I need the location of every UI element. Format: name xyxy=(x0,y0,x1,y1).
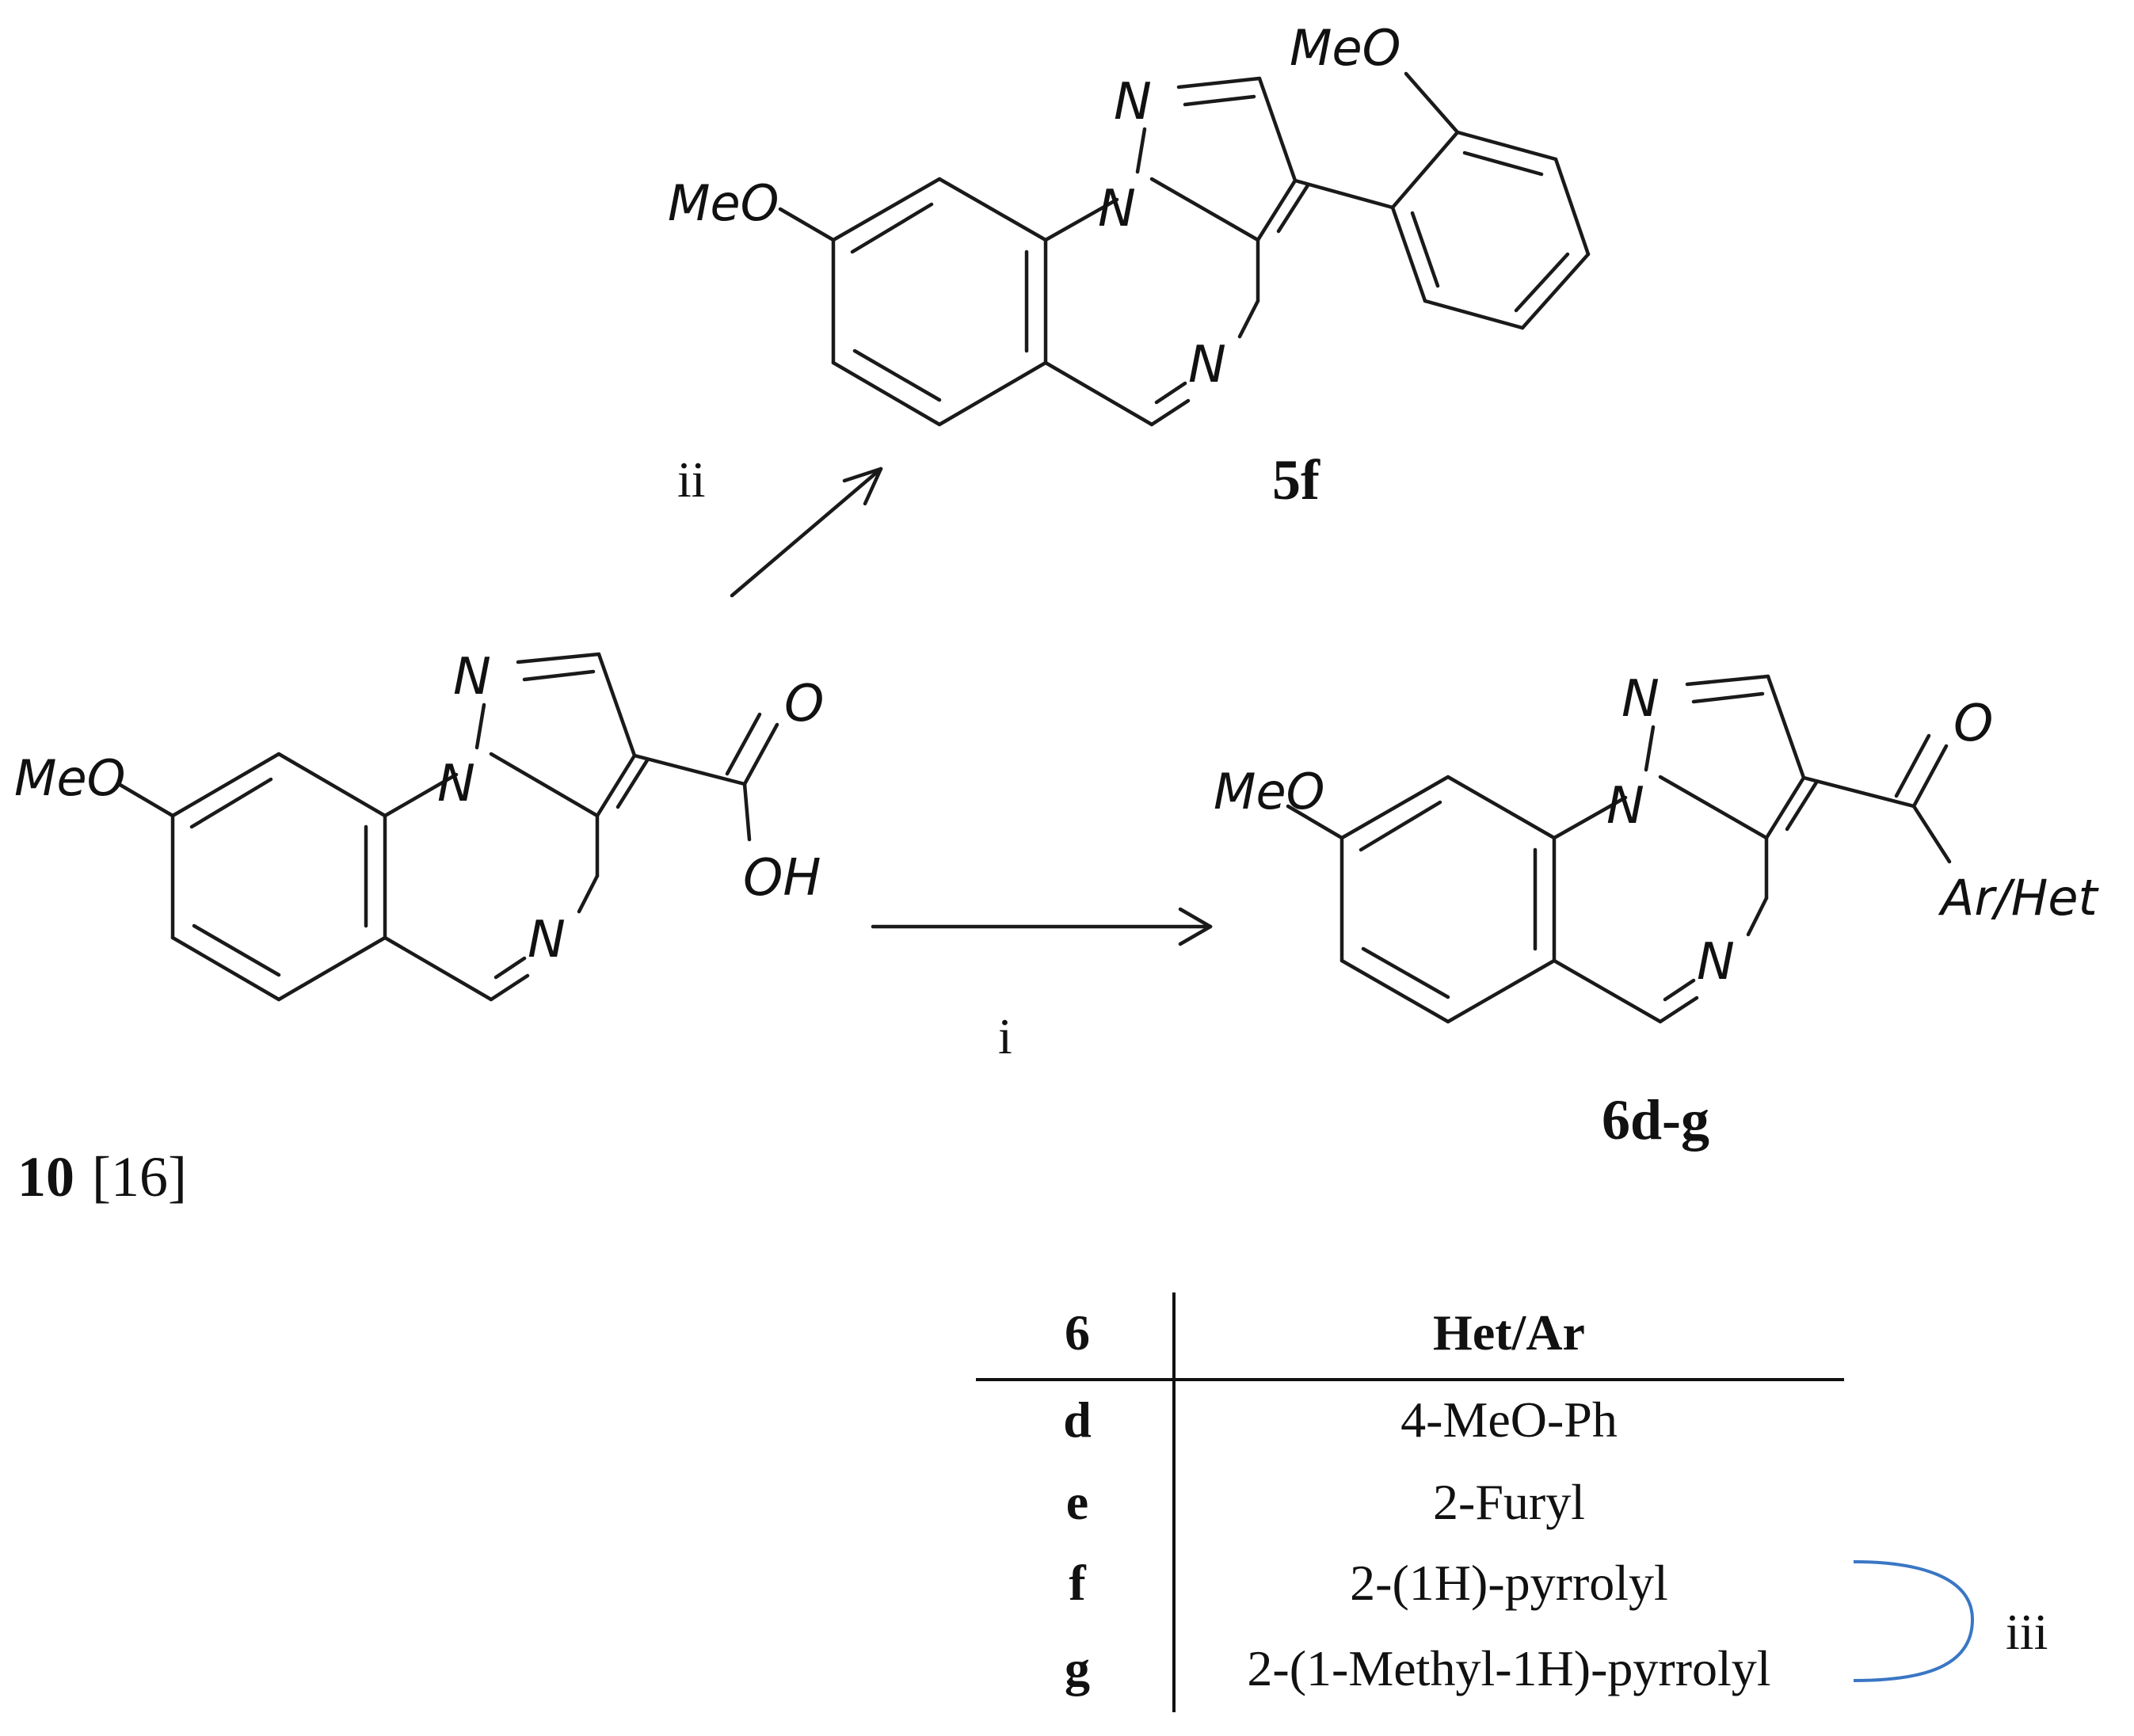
condition-ii: ii xyxy=(677,451,706,508)
bracket-iii xyxy=(1853,1560,1975,1682)
compound-6d-g-substituent: Ar/Het xyxy=(1938,869,2100,927)
compound-6d-g-atom-n2: N xyxy=(1606,777,1644,836)
table-row-g-group: 2-(1-Methyl-1H)-pyrrolyl xyxy=(1247,1640,1770,1696)
compound-10-atom-n2: N xyxy=(437,755,475,813)
table-row-d-id: d xyxy=(1063,1391,1092,1448)
arrow-ii xyxy=(730,466,883,598)
compound-10-label-ref: [16] xyxy=(92,1145,187,1209)
compound-10-label-number: 10 xyxy=(17,1145,74,1209)
compound-10-carbonyl-o: O xyxy=(784,675,824,733)
table-row-e-group: 2-Furyl xyxy=(1433,1474,1585,1530)
condition-iii: iii xyxy=(2006,1604,2048,1660)
compound-5f-bonds xyxy=(778,71,1591,427)
table-row-f-group: 2-(1H)-pyrrolyl xyxy=(1350,1555,1668,1611)
arrow-i xyxy=(871,907,1213,946)
compound-5f-label: 5f xyxy=(1272,448,1320,512)
compound-5f-atom-n3: N xyxy=(1188,336,1226,394)
table-header-group: Het/Ar xyxy=(1433,1304,1585,1361)
compound-10-label: 10 [16] xyxy=(17,1145,187,1209)
compound-5f-methoxy: MeO xyxy=(668,174,779,232)
compound-10: MeO N N N O OH 10 [16] xyxy=(14,648,824,1209)
table-row-e-id: e xyxy=(1066,1474,1088,1530)
compound-5f: MeO MeO N N N 5f xyxy=(668,19,1591,512)
compound-5f-methoxy-top: MeO xyxy=(1290,19,1400,77)
compound-5f-atom-n1: N xyxy=(1114,73,1152,131)
compound-6d-g-atom-n3: N xyxy=(1697,933,1735,992)
compound-10-bonds xyxy=(116,652,779,1002)
compound-6d-g: MeO N N N O Ar/Het 6d-g xyxy=(1214,670,2100,1152)
compound-6d-g-carbonyl-o: O xyxy=(1953,695,1993,753)
table-row-f-id: f xyxy=(1069,1555,1086,1611)
compound-10-hydroxyl: OH xyxy=(743,849,821,908)
substituent-table: 6 Het/Ar d 4-MeO-Ph e 2-Furyl f 2-(1H)-p… xyxy=(976,1292,2048,1712)
compound-6d-g-label: 6d-g xyxy=(1602,1088,1709,1152)
compound-6d-g-atom-n1: N xyxy=(1621,670,1660,729)
compound-10-atom-n1: N xyxy=(453,648,491,706)
compound-5f-atom-n2: N xyxy=(1098,180,1136,238)
compound-10-methoxy: MeO xyxy=(14,749,125,807)
table-header-compound: 6 xyxy=(1065,1304,1090,1361)
condition-i: i xyxy=(998,1008,1012,1064)
table-row-g-id: g xyxy=(1065,1640,1090,1696)
compound-6d-g-methoxy: MeO xyxy=(1214,763,1324,820)
table-row-d-group: 4-MeO-Ph xyxy=(1400,1391,1618,1448)
compound-6d-g-bonds xyxy=(1286,674,1952,1024)
compound-10-atom-n3: N xyxy=(528,911,566,969)
